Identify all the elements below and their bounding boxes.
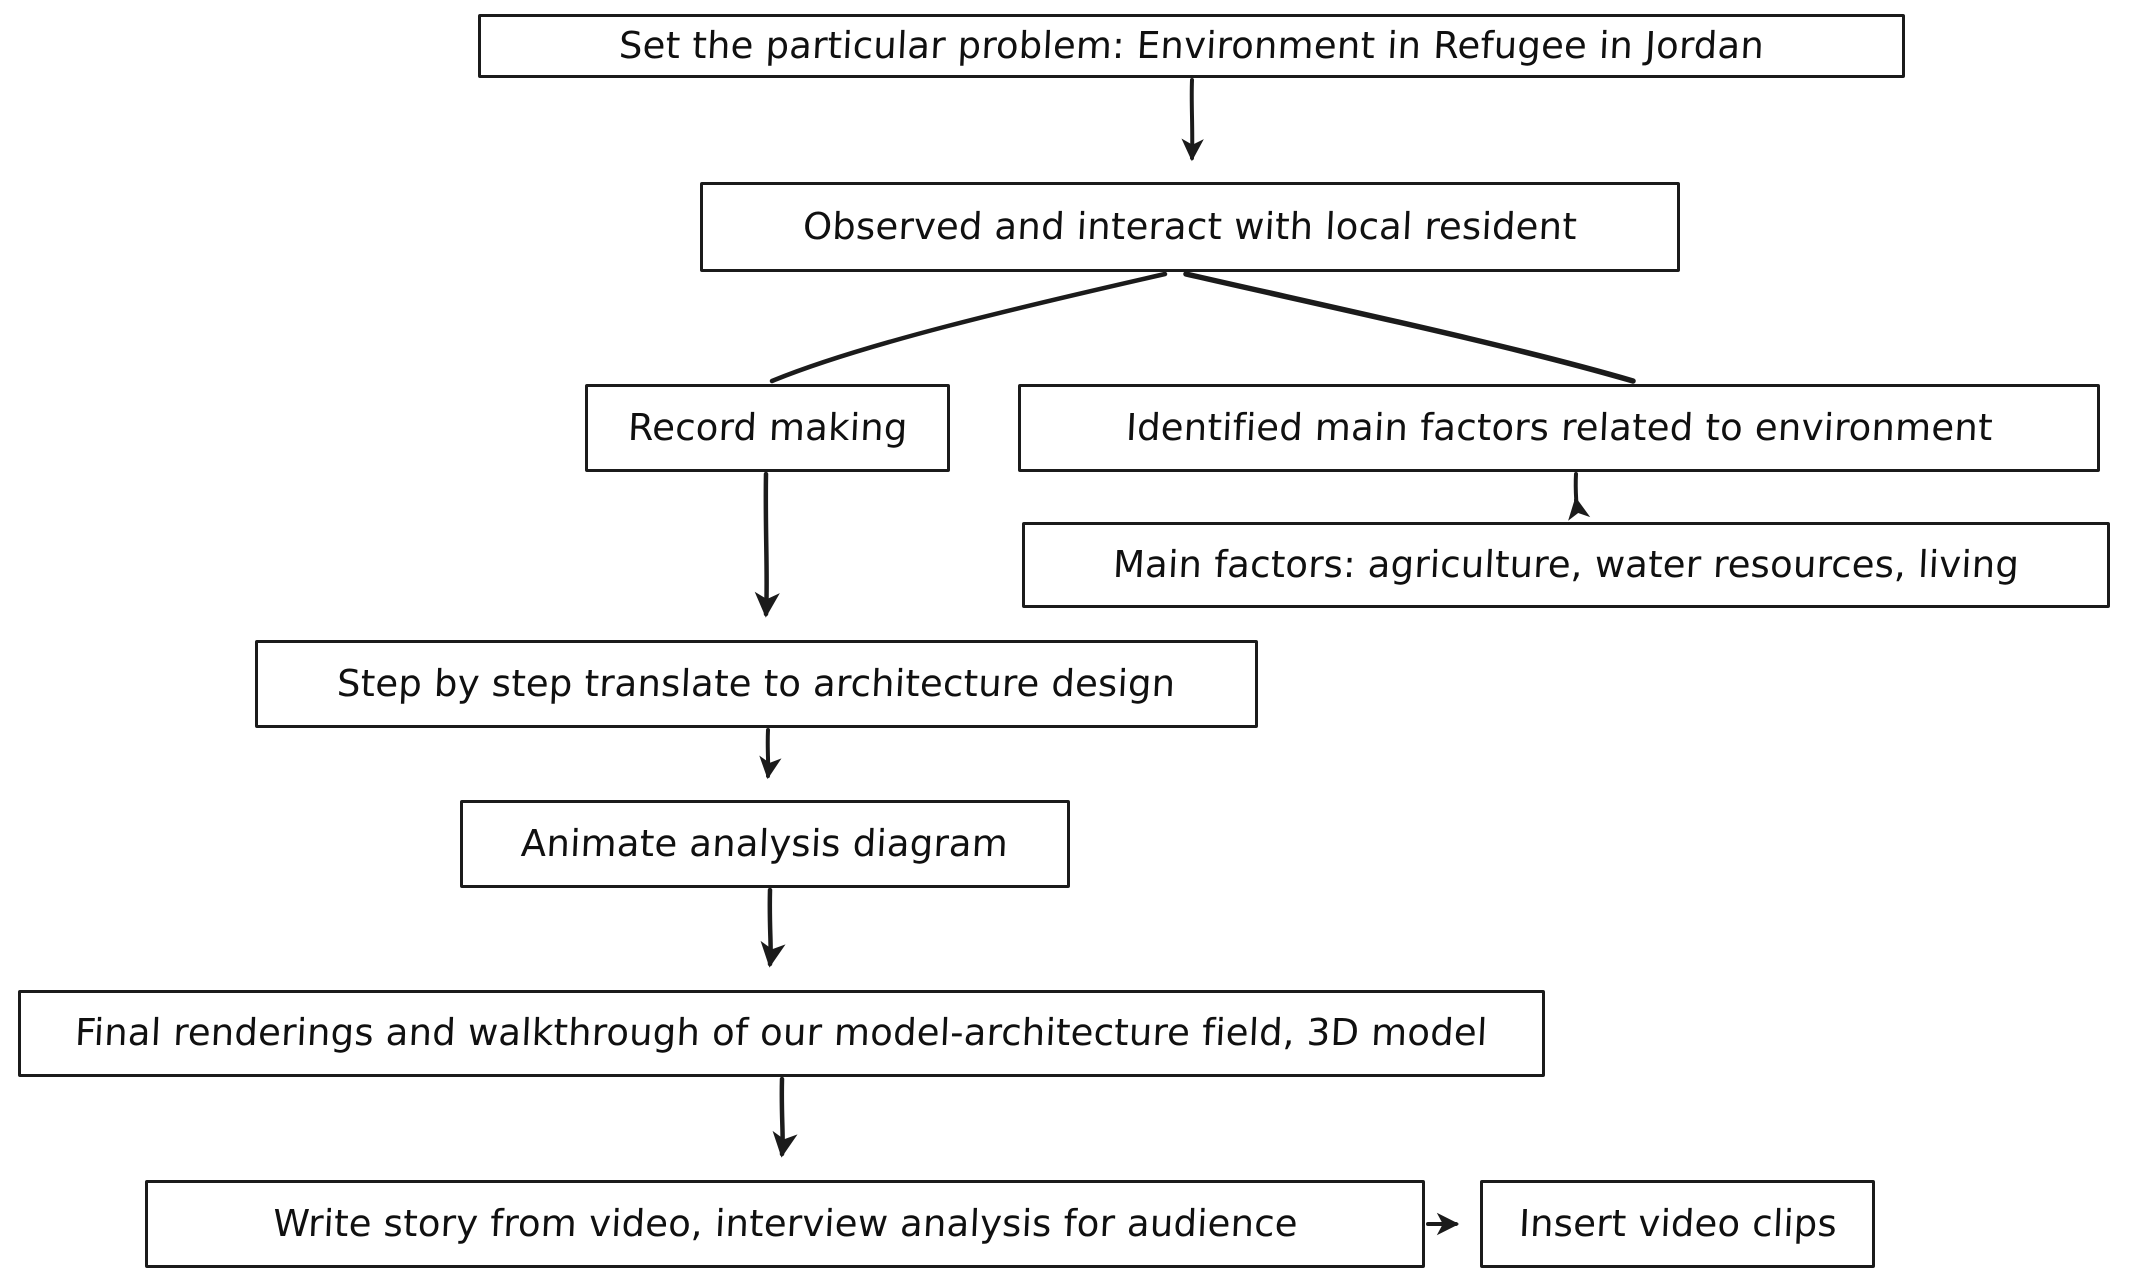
edge-animate-to-final [760,887,786,968]
node-set-problem-label: Set the particular problem: Environment … [618,23,1765,67]
node-final-renderings[interactable]: Final renderings and walkthrough of our … [18,990,1545,1077]
node-insert-clips[interactable]: Insert video clips [1480,1180,1875,1268]
node-observe-interact-label: Observed and interact with local residen… [802,204,1578,248]
node-main-factors[interactable]: Main factors: agriculture, water resourc… [1022,522,2110,608]
node-insert-clips-label: Insert video clips [1517,1201,1838,1245]
edge-identified-to-main-factors [1568,472,1591,521]
node-identified-factors[interactable]: Identified main factors related to envir… [1018,384,2100,472]
edge-record-to-step [754,471,780,618]
node-step-by-step-label: Step by step translate to architecture d… [336,661,1177,705]
edge-step-to-animate [759,728,782,780]
node-step-by-step[interactable]: Step by step translate to architecture d… [255,640,1258,728]
node-write-story-label: Write story from video, interview analys… [271,1201,1299,1245]
node-record-making[interactable]: Record making [585,384,950,472]
node-observe-interact[interactable]: Observed and interact with local residen… [700,182,1680,272]
node-write-story[interactable]: Write story from video, interview analys… [145,1180,1425,1268]
edge-observe-to-identified [1183,271,1636,384]
node-record-making-label: Record making [626,405,909,449]
node-identified-factors-label: Identified main factors related to envir… [1124,405,1994,449]
edge-observe-to-record [769,271,1168,384]
node-main-factors-label: Main factors: agriculture, water resourc… [1112,542,2020,586]
node-animate-diagram[interactable]: Animate analysis diagram [460,800,1070,888]
node-animate-diagram-label: Animate analysis diagram [520,821,1010,865]
edge-set-problem-to-observe [1181,78,1204,162]
edge-final-to-write [772,1076,798,1158]
node-final-renderings-label: Final renderings and walkthrough of our … [74,1011,1489,1055]
node-set-problem[interactable]: Set the particular problem: Environment … [478,14,1905,78]
